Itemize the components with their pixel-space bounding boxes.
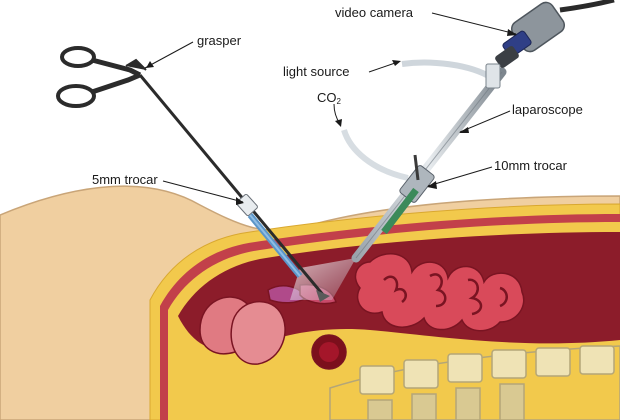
intestines: [354, 253, 525, 332]
label-5mm-trocar: 5mm trocar: [92, 172, 158, 187]
label-co2: CO2: [317, 91, 341, 106]
label-light-source: light source: [283, 64, 350, 79]
spine: [329, 345, 620, 420]
label-grasper: grasper: [197, 33, 242, 48]
label-co2-subscript: 2: [336, 97, 341, 106]
arrowheads: [146, 29, 517, 205]
light-cable: [401, 59, 494, 81]
label-laparoscope: laparoscope: [512, 102, 583, 117]
grasper-instrument: [56, 46, 330, 302]
label-video-camera: video camera: [335, 5, 414, 20]
video-camera: [485, 0, 615, 89]
light-beam: [290, 258, 356, 300]
trocar-5mm: [236, 193, 303, 278]
co2-tube: [341, 128, 409, 181]
trocar-10mm: [381, 154, 435, 235]
label-10mm-trocar: 10mm trocar: [494, 158, 567, 173]
label-co2-main: CO: [317, 90, 337, 105]
